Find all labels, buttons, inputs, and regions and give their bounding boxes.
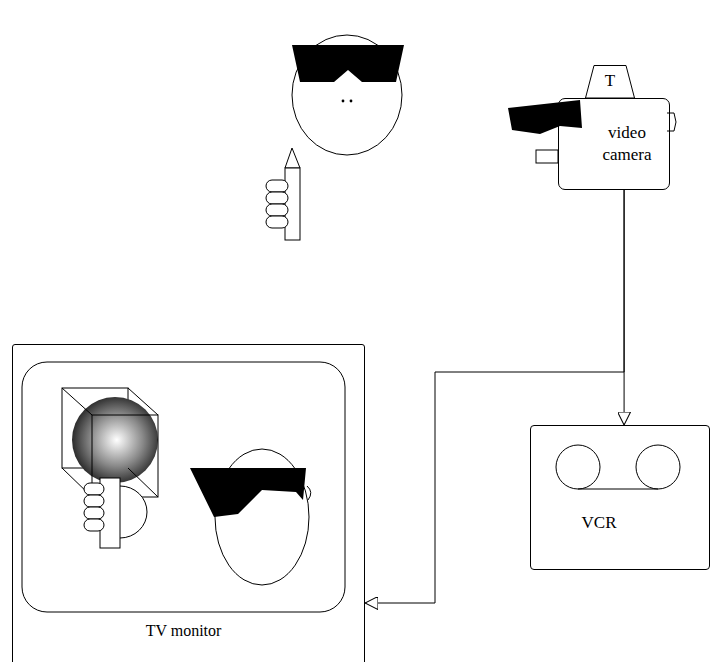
tape bbox=[578, 489, 658, 490]
video-camera-box: video camera bbox=[558, 98, 670, 190]
finger bbox=[266, 204, 288, 216]
finger bbox=[84, 519, 104, 531]
camera-visor bbox=[508, 100, 582, 134]
node-label: T bbox=[605, 70, 615, 92]
screen-sunglasses bbox=[190, 468, 306, 517]
sphere bbox=[72, 397, 158, 483]
face-dot bbox=[342, 100, 345, 103]
camera-side-part bbox=[536, 150, 558, 163]
text-slot: T bbox=[585, 65, 635, 98]
camera-knob bbox=[667, 113, 676, 131]
cube-edge bbox=[62, 388, 92, 415]
text-slot: video camera bbox=[559, 99, 669, 189]
stylus-body bbox=[285, 168, 300, 240]
tape-reel bbox=[636, 445, 680, 489]
cube-edge bbox=[128, 388, 158, 415]
sunglasses bbox=[292, 45, 404, 82]
finger bbox=[84, 507, 104, 519]
node-label: video camera bbox=[590, 122, 664, 166]
stylus-tip bbox=[285, 148, 300, 168]
face-dot bbox=[350, 100, 353, 103]
finger bbox=[266, 192, 288, 204]
finger bbox=[84, 483, 104, 495]
tab-shape bbox=[586, 66, 635, 99]
node-label: VCR bbox=[531, 512, 667, 534]
hand-device bbox=[120, 486, 147, 538]
tv-monitor-box: TV monitor bbox=[12, 344, 365, 662]
ear bbox=[307, 486, 311, 500]
finger bbox=[266, 216, 288, 228]
camera-tab: T bbox=[585, 65, 635, 98]
tape-reel bbox=[556, 445, 600, 489]
tv-screen bbox=[22, 362, 345, 612]
text-slot: VCR bbox=[531, 512, 667, 534]
signal-line bbox=[365, 190, 624, 603]
finger bbox=[84, 495, 104, 507]
vcr-box: VCR bbox=[530, 425, 710, 570]
finger bbox=[266, 180, 288, 192]
text-slot: TV monitor bbox=[13, 621, 354, 642]
node-label: TV monitor bbox=[13, 621, 354, 642]
